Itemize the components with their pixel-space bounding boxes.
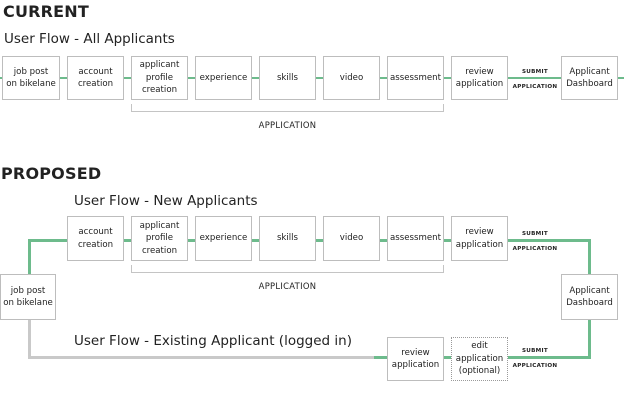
new-flow-connector-right-vertical — [588, 239, 591, 275]
proposed-submit-label: SUBMIT — [521, 231, 549, 237]
proposed-application-label: APPLICATION — [258, 281, 317, 291]
proposed-step-video: video — [323, 216, 380, 261]
current-application-label: APPLICATION — [258, 120, 317, 130]
proposed-step-dashboard: Applicant Dashboard — [561, 274, 618, 320]
existing-submit-sub: APPLICATION — [512, 363, 558, 369]
current-step-profile-creation: applicant profile creation — [131, 56, 188, 100]
proposed-step-skills: skills — [259, 216, 316, 261]
existing-flow-connector-right-vertical — [588, 318, 591, 359]
current-flow-title: User Flow - All Applicants — [4, 31, 175, 47]
proposed-step-account-creation: account creation — [67, 216, 124, 261]
current-step-job-post: job post on bikelane — [2, 56, 60, 100]
current-application-bracket — [131, 104, 444, 112]
current-step-experience: experience — [195, 56, 252, 100]
proposed-step-experience: experience — [195, 216, 252, 261]
current-step-account-creation: account creation — [67, 56, 124, 100]
current-step-skills: skills — [259, 56, 316, 100]
new-applicants-flow-title: User Flow - New Applicants — [74, 193, 258, 209]
proposed-step-profile-creation: applicant profile creation — [131, 216, 188, 261]
new-flow-connector-left-vertical — [28, 239, 31, 275]
proposed-heading: PROPOSED — [1, 164, 102, 183]
current-step-assessment: assessment — [387, 56, 444, 100]
proposed-submit-sub: APPLICATION — [512, 246, 558, 252]
existing-flow-connector-vertical — [28, 318, 31, 358]
existing-submit-label: SUBMIT — [521, 348, 549, 354]
current-step-video: video — [323, 56, 380, 100]
current-heading: CURRENT — [3, 2, 90, 21]
proposed-step-job-post: job post on bikelane — [0, 274, 56, 320]
proposed-step-review: review application — [451, 216, 508, 261]
current-submit-sub: APPLICATION — [512, 84, 558, 90]
current-step-review: review application — [451, 56, 508, 100]
current-step-dashboard: Applicant Dashboard — [561, 56, 618, 100]
existing-step-edit-optional: edit application (optional) — [451, 337, 508, 381]
current-submit-label: SUBMIT — [521, 69, 549, 75]
existing-flow-connector-horizontal — [28, 356, 374, 359]
proposed-application-bracket — [131, 265, 444, 273]
existing-applicant-flow-title: User Flow - Existing Applicant (logged i… — [74, 333, 352, 349]
proposed-step-assessment: assessment — [387, 216, 444, 261]
existing-step-review: review application — [387, 337, 444, 381]
